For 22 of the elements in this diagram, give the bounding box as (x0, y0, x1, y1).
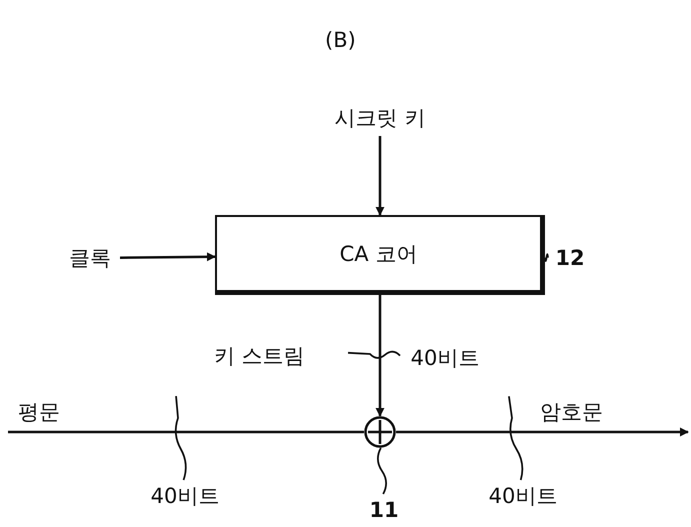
xor-circle (364, 416, 396, 448)
leader-line (544, 254, 549, 262)
reference-number: 11 (364, 494, 404, 526)
signal-label: 40비트 (400, 340, 490, 376)
process-box: CA 코어 (215, 215, 545, 295)
signal-label: 40비트 (478, 480, 568, 512)
signal-label: 클록 (60, 240, 120, 276)
leader-line (508, 396, 524, 480)
arrow (396, 428, 689, 436)
leader-line (174, 396, 187, 480)
leader-line (377, 448, 387, 494)
signal-label: 평문 (18, 399, 60, 426)
arrow (376, 136, 384, 216)
figure-title: (B) (325, 28, 356, 52)
signal-label: 40비트 (140, 480, 230, 512)
reference-number: 12 (548, 240, 592, 276)
arrow (120, 252, 216, 262)
edge-label: 키 스트림 (214, 343, 305, 370)
leader-line (348, 350, 401, 359)
signal-label: 시크릿 키 (325, 100, 435, 136)
arrow (376, 295, 384, 417)
signal-label: 암호문 (540, 399, 603, 426)
